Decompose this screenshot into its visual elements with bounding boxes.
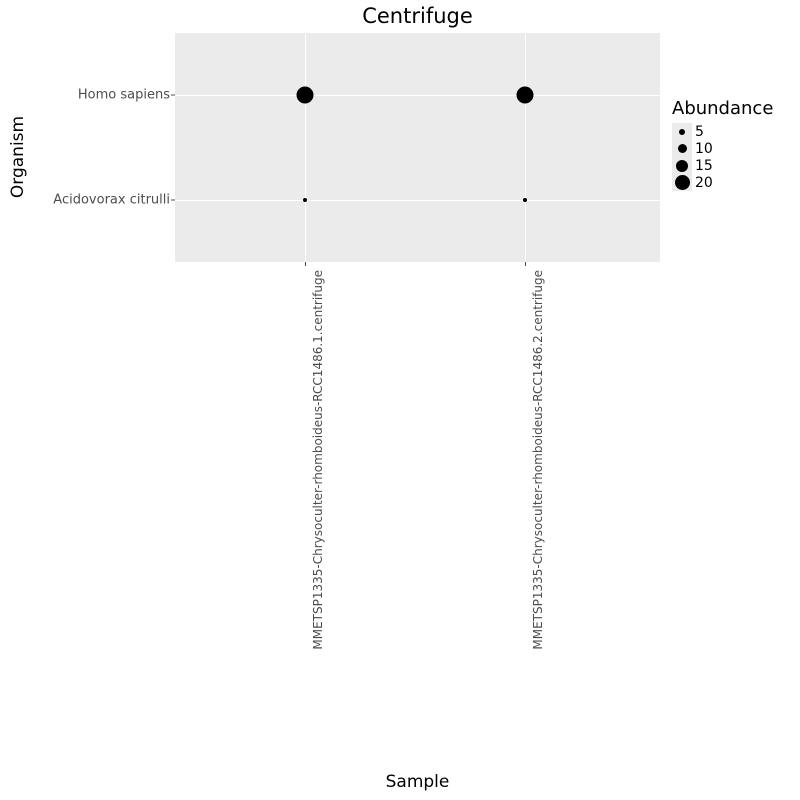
data-point[interactable] [523, 198, 527, 202]
circle-icon [679, 128, 685, 135]
legend-item-label: 10 [695, 140, 713, 157]
legend-item-10[interactable]: 10 [672, 140, 800, 157]
x-tick-mark [305, 262, 306, 266]
y-tick-label-homo-sapiens: Homo sapiens [77, 87, 170, 103]
gridline-col-sample-2 [525, 33, 526, 262]
legend-item-label: 5 [695, 123, 704, 140]
legend-key-swatch [672, 123, 692, 140]
legend-item-15[interactable]: 15 [672, 157, 800, 174]
legend-title: Abundance [672, 98, 774, 119]
y-axis: Homo sapiens Acidovorax citrulli [0, 0, 170, 800]
legend-item-20[interactable]: 20 [672, 174, 800, 191]
legend-item-label: 20 [695, 174, 713, 191]
x-axis-title: Sample [385, 772, 450, 792]
data-point[interactable] [303, 198, 307, 202]
gridline-row-homo-sapiens [175, 95, 660, 96]
circle-icon [676, 159, 688, 172]
plot-panel [175, 33, 660, 262]
x-tick-label-sample-2: MMETSP1335-Chrysoculter-rhomboideus-RCC1… [531, 270, 545, 650]
circle-icon [674, 175, 690, 190]
legend-key-swatch [672, 157, 692, 174]
x-tick-mark [525, 262, 526, 266]
x-tick-label-sample-1: MMETSP1335-Chrysoculter-rhomboideus-RCC1… [311, 270, 325, 650]
legend-item-label: 15 [695, 157, 713, 174]
circle-icon [677, 144, 687, 153]
y-axis-title: Organism [8, 115, 28, 199]
y-tick-mark [171, 94, 175, 96]
legend: Abundance 5 10 15 20 [672, 98, 800, 191]
gridline-col-sample-1 [305, 33, 306, 262]
data-point[interactable] [296, 86, 314, 104]
legend-key-swatch [672, 140, 692, 157]
gridline-row-acidovorax-citrulli [175, 200, 660, 201]
y-tick-mark [171, 199, 175, 201]
legend-key-swatch [672, 174, 692, 191]
y-tick-label-acidovorax-citrulli: Acidovorax citrulli [53, 192, 170, 208]
legend-item-5[interactable]: 5 [672, 123, 800, 140]
data-point[interactable] [516, 86, 534, 104]
page-title: Centrifuge [362, 4, 473, 28]
